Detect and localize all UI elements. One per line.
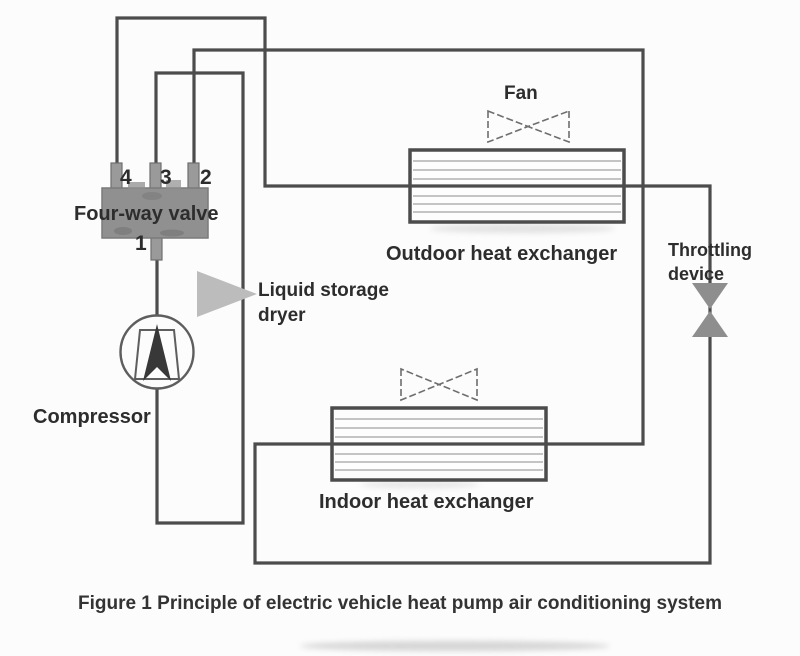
four-way-valve-label: Four-way valve bbox=[74, 203, 219, 225]
valve-port-stub-2 bbox=[187, 162, 200, 192]
throttling-device-label-line1: Throttling bbox=[668, 240, 752, 260]
fan-icon-indoor bbox=[400, 367, 478, 402]
throttling-device-label-line2: device bbox=[668, 264, 725, 284]
port-label-2: 2 bbox=[200, 166, 212, 189]
fan-label: Fan bbox=[504, 83, 538, 104]
indoor-heat-exchanger-label: Indoor heat exchanger bbox=[319, 491, 534, 513]
port-label-4: 4 bbox=[120, 166, 132, 189]
compressor-symbol bbox=[119, 314, 195, 390]
liquid-storage-dryer-label-line1: Liquid storage bbox=[258, 280, 389, 301]
throttling-valve-icon bbox=[692, 283, 728, 337]
flow-arrow-icon bbox=[143, 324, 171, 381]
pipe-main-loop bbox=[115, 16, 712, 565]
fan-icon-outdoor bbox=[487, 109, 570, 144]
liquid-storage-dryer-label-line2: dryer bbox=[258, 305, 306, 326]
four-way-valve-symbol bbox=[101, 162, 209, 261]
valve-body bbox=[101, 187, 209, 239]
outdoor-heat-exchanger-label: Outdoor heat exchanger bbox=[386, 243, 618, 265]
valve-port-stub-1 bbox=[150, 235, 163, 261]
port-label-1: 1 bbox=[135, 232, 147, 255]
compressor-label: Compressor bbox=[33, 406, 151, 428]
figure-caption: Figure 1 Principle of electric vehicle h… bbox=[77, 593, 723, 614]
liquid-storage-dryer-icon bbox=[197, 271, 257, 317]
port-label-3: 3 bbox=[160, 166, 172, 189]
